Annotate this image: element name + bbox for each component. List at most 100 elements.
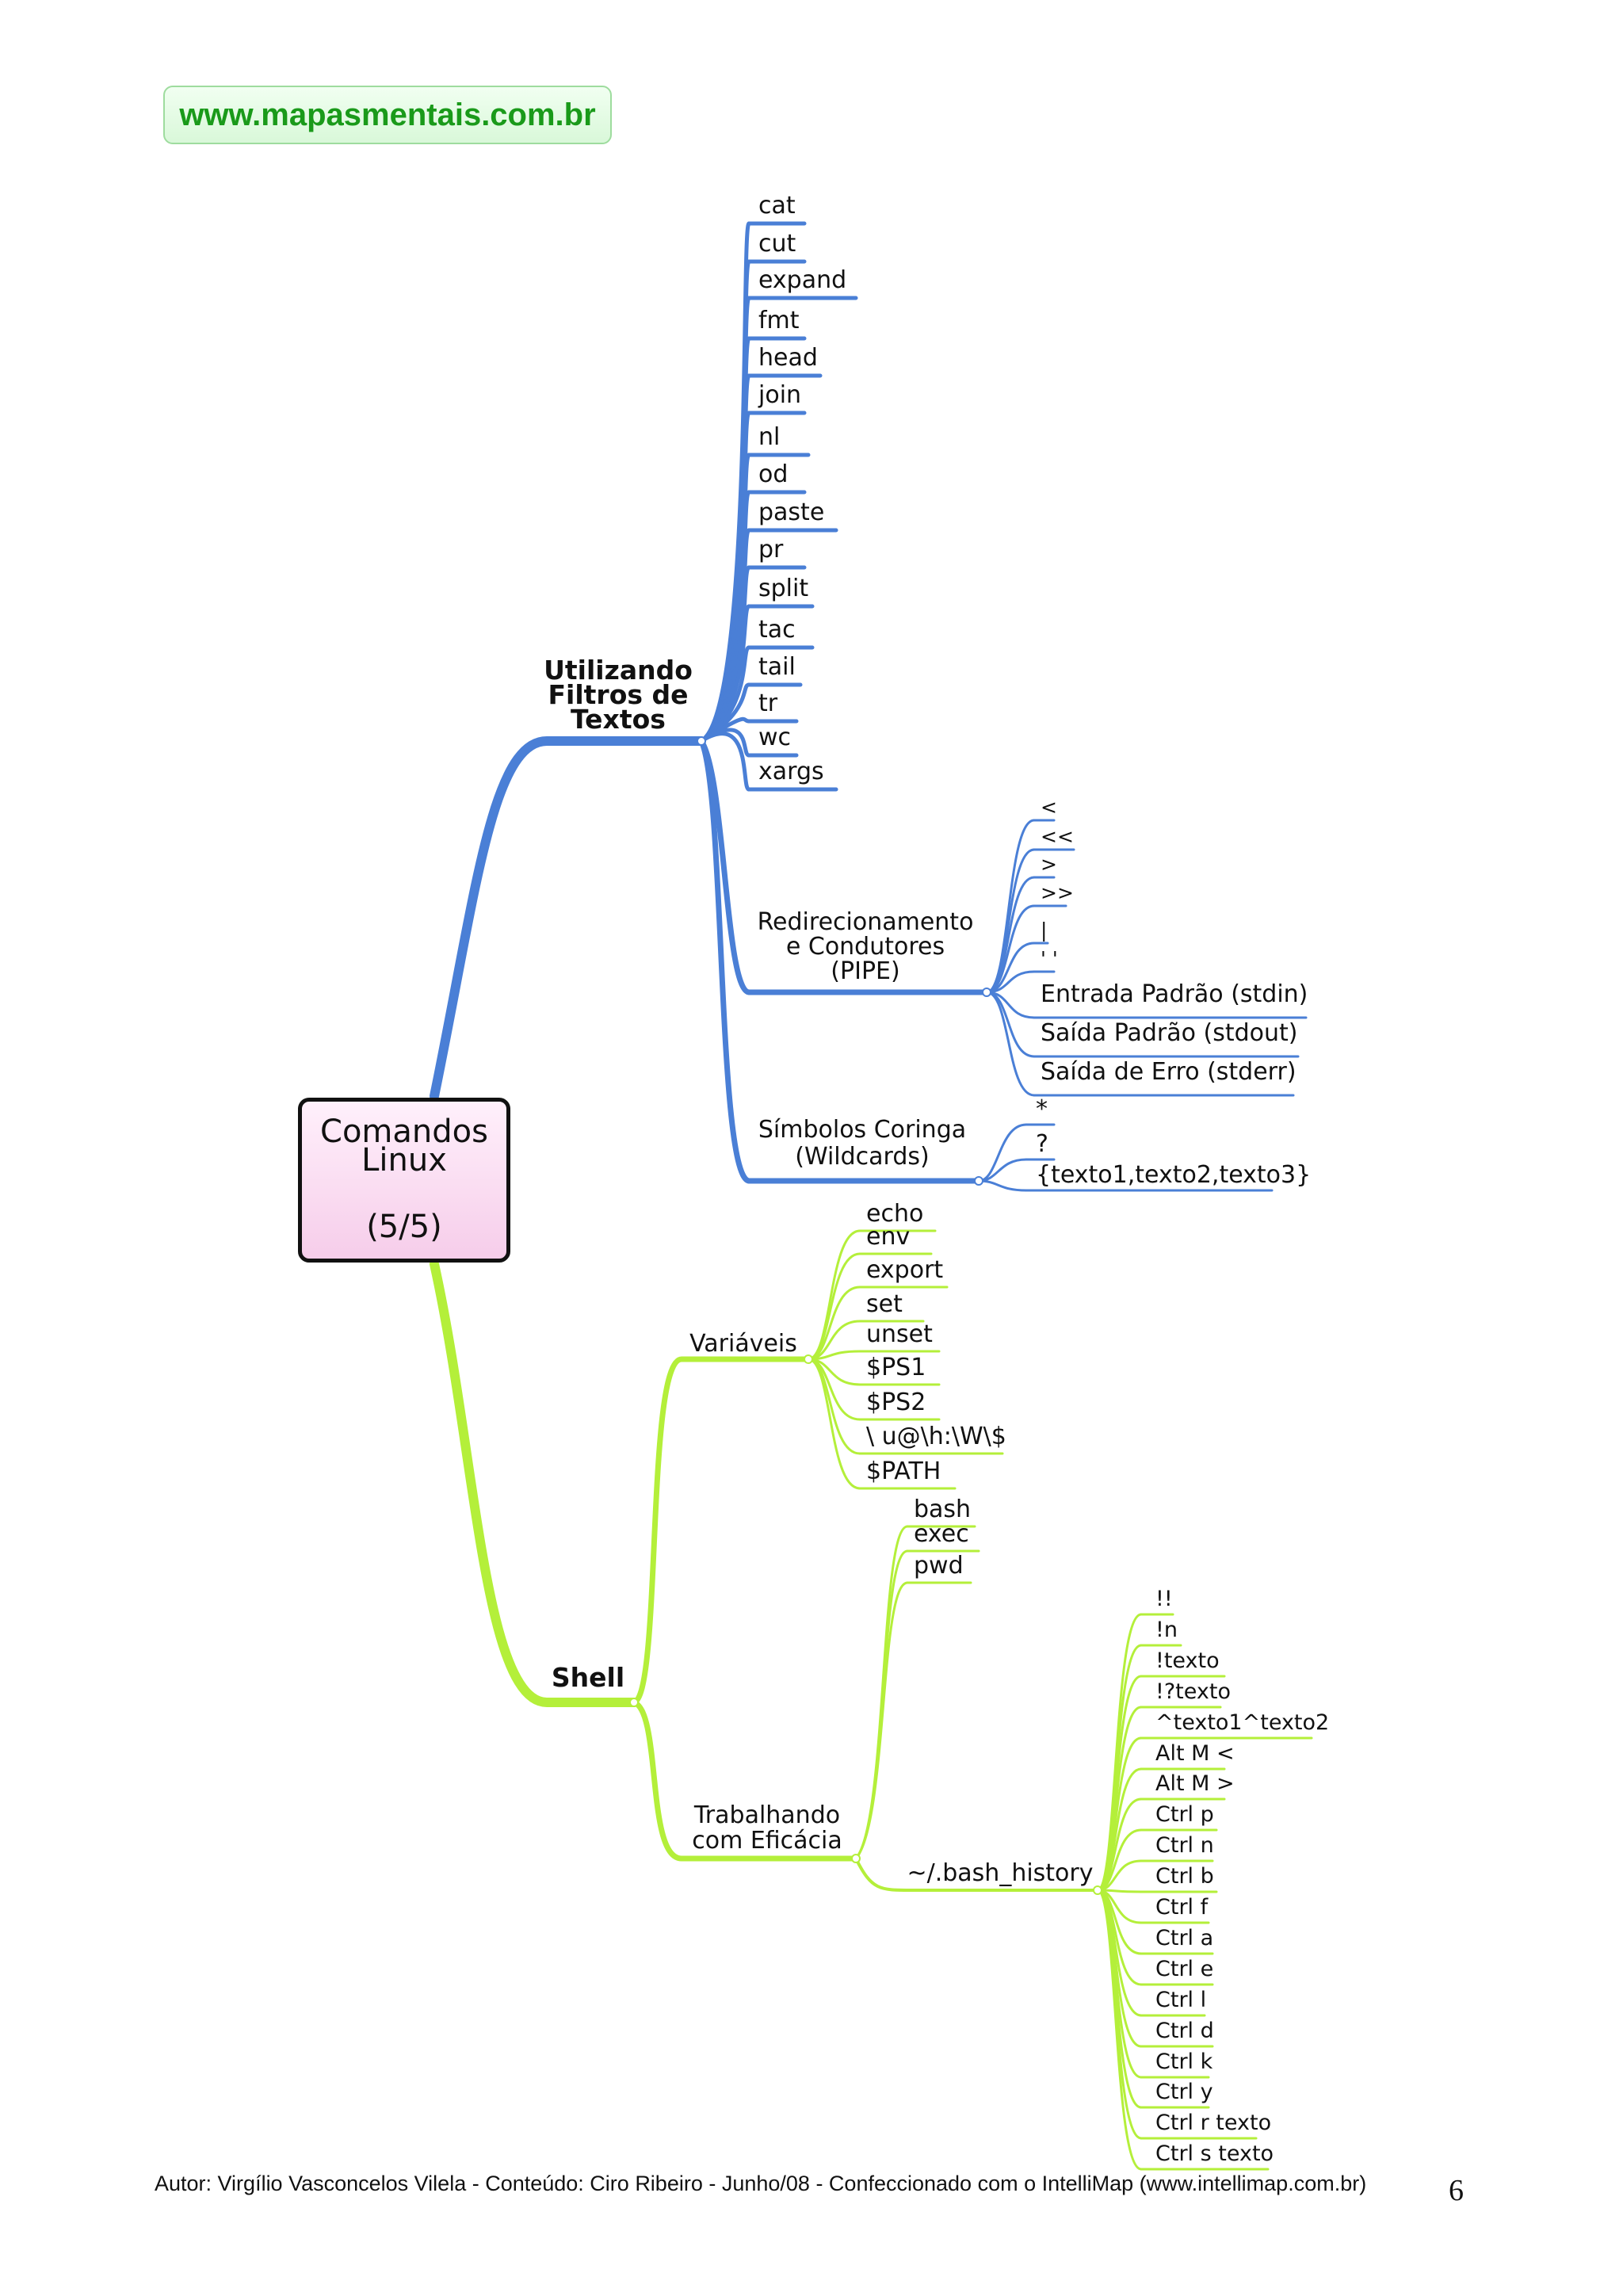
filter-command-item-14[interactable]: wc: [758, 724, 791, 751]
history-shortcut-item-18[interactable]: Ctrl s texto: [1155, 2141, 1274, 2166]
filter-command-item-13[interactable]: tr: [758, 690, 778, 717]
history-shortcut-item-15[interactable]: Ctrl k: [1155, 2050, 1213, 2074]
history-shortcut-item-16[interactable]: Ctrl y: [1155, 2080, 1213, 2104]
root-subtitle: (5/5): [366, 1209, 442, 1245]
filter-command-item-12[interactable]: tail: [758, 653, 796, 681]
branch-title-redirecionamento[interactable]: (PIPE): [831, 957, 899, 985]
hub-dot-1: [982, 988, 991, 997]
branch-line-hist-18: [1096, 1889, 1143, 2171]
history-shortcut-item-13[interactable]: Ctrl l: [1155, 1988, 1206, 2012]
site-url-badge[interactable]: www.mapasmentais.com.br: [163, 86, 612, 144]
hub-dot-4: [804, 1354, 813, 1364]
filter-command-item-10[interactable]: split: [758, 575, 808, 602]
history-shortcut-item-6[interactable]: Alt M >: [1155, 1771, 1235, 1796]
history-shortcut-item-2[interactable]: !texto: [1155, 1648, 1220, 1673]
filter-command-item-6[interactable]: nl: [758, 423, 780, 451]
branch-line-history: [854, 1857, 1099, 1892]
branch-line-var-1: [807, 1252, 861, 1361]
filter-command-item-5[interactable]: join: [758, 381, 801, 409]
variable-command-item-0[interactable]: echo: [866, 1200, 923, 1228]
shell-command-item-1[interactable]: exec: [914, 1520, 969, 1548]
branch-line-filtros-15: [699, 732, 751, 792]
filter-command-item-2[interactable]: expand: [758, 266, 846, 294]
redirect-symbol-item-2[interactable]: >: [1041, 853, 1057, 876]
branch-title-coringa[interactable]: (Wildcards): [795, 1143, 929, 1171]
filter-command-item-11[interactable]: tac: [758, 616, 796, 644]
branch-title-filtros[interactable]: Utilizando: [544, 655, 693, 686]
filter-command-item-15[interactable]: xargs: [758, 758, 824, 785]
shell-command-item-0[interactable]: bash: [914, 1496, 971, 1523]
branch-title-redirecionamento[interactable]: Redirecionamento: [758, 908, 974, 936]
history-shortcut-item-9[interactable]: Ctrl b: [1155, 1864, 1214, 1889]
shell-command-item-2[interactable]: pwd: [914, 1552, 964, 1580]
history-shortcut-item-3[interactable]: !?texto: [1155, 1679, 1231, 1704]
history-shortcut-item-7[interactable]: Ctrl p: [1155, 1802, 1214, 1827]
branch-title-coringa[interactable]: Símbolos Coringa: [758, 1116, 966, 1144]
history-shortcut-item-0[interactable]: !!: [1155, 1587, 1173, 1611]
redirect-symbol-item-4[interactable]: |: [1041, 919, 1047, 942]
branch-line-eficacia: [631, 1699, 859, 1862]
branch-line-redir-8: [985, 991, 1036, 1097]
branch-line-redir-5: [985, 970, 1036, 994]
branch-title-eficacia[interactable]: Trabalhando: [693, 1801, 840, 1829]
branch-line-variaveis: [631, 1356, 812, 1706]
branch-line-coringa: [698, 738, 982, 1184]
branch-title-shell[interactable]: Shell: [552, 1662, 624, 1693]
history-shortcut-item-8[interactable]: Ctrl n: [1155, 1833, 1214, 1858]
filter-command-item-0[interactable]: cat: [758, 192, 796, 220]
main-branch-blue: [430, 736, 706, 1101]
filter-command-item-1[interactable]: cut: [758, 230, 796, 258]
variable-command-item-5[interactable]: $PS1: [866, 1354, 926, 1381]
branch-line-var-6: [807, 1358, 861, 1421]
history-shortcut-item-5[interactable]: Alt M <: [1155, 1741, 1235, 1766]
history-shortcut-item-11[interactable]: Ctrl a: [1155, 1926, 1213, 1950]
redirect-symbol-item-0[interactable]: <: [1041, 796, 1057, 819]
variable-command-item-4[interactable]: unset: [866, 1320, 933, 1348]
filter-command-item-8[interactable]: paste: [758, 499, 824, 526]
history-shortcut-item-12[interactable]: Ctrl e: [1155, 1957, 1213, 1981]
hub-dot-5: [851, 1854, 861, 1863]
variable-command-item-6[interactable]: $PS2: [866, 1389, 926, 1416]
branch-title-filtros[interactable]: Textos: [571, 704, 666, 735]
branch-line-var-8: [807, 1358, 861, 1490]
branch-title-redirecionamento[interactable]: e Condutores: [786, 933, 945, 961]
hub-dot-3: [629, 1698, 639, 1707]
redirect-symbol-item-8[interactable]: Saída de Erro (stderr): [1041, 1058, 1296, 1086]
redirect-symbol-item-5[interactable]: ' ': [1041, 947, 1058, 970]
history-shortcut-item-17[interactable]: Ctrl r texto: [1155, 2111, 1271, 2135]
filter-command-item-3[interactable]: fmt: [758, 307, 800, 334]
redirect-symbol-item-3[interactable]: >>: [1041, 881, 1074, 904]
filter-command-item-7[interactable]: od: [758, 460, 788, 488]
hub-dot-2: [974, 1176, 983, 1186]
wildcard-item-1[interactable]: ?: [1036, 1130, 1048, 1158]
branch-line-redir-1: [985, 848, 1036, 994]
redirect-symbol-item-7[interactable]: Saída Padrão (stdout): [1041, 1019, 1297, 1047]
branch-title-variaveis[interactable]: Variáveis: [689, 1330, 797, 1358]
variable-command-item-8[interactable]: $PATH: [866, 1457, 941, 1485]
variable-command-item-3[interactable]: set: [866, 1290, 903, 1318]
history-shortcut-item-4[interactable]: ^texto1^texto2: [1155, 1710, 1329, 1735]
variable-command-item-2[interactable]: export: [866, 1256, 943, 1284]
branch-title-history[interactable]: ~/.bash_history: [907, 1859, 1093, 1887]
filter-command-item-9[interactable]: pr: [758, 536, 784, 563]
branch-line-var-2: [807, 1286, 861, 1361]
branch-line-coringa-0: [977, 1123, 1028, 1182]
variable-command-item-1[interactable]: env: [866, 1223, 910, 1251]
branch-line-coringa-2: [977, 1179, 1028, 1192]
branch-line-eff-0: [854, 1525, 909, 1860]
branch-title-eficacia[interactable]: com Eficácia: [692, 1827, 842, 1855]
redirect-symbol-item-6[interactable]: Entrada Padrão (stdin): [1041, 980, 1308, 1008]
wildcard-item-0[interactable]: *: [1036, 1095, 1048, 1123]
variable-command-item-7[interactable]: \ u@\h:\W\$: [866, 1423, 1006, 1450]
wildcard-item-2[interactable]: {texto1,texto2,texto3}: [1036, 1161, 1311, 1189]
history-shortcut-item-1[interactable]: !n: [1155, 1618, 1178, 1642]
filter-command-item-4[interactable]: head: [758, 344, 818, 372]
history-shortcut-item-14[interactable]: Ctrl d: [1155, 2019, 1214, 2043]
branch-title-filtros[interactable]: Filtros de: [548, 679, 688, 710]
redirect-symbol-item-1[interactable]: <<: [1041, 825, 1074, 848]
root-node[interactable]: Comandos Linux (5/5): [298, 1098, 510, 1263]
branch-line-redir-3: [985, 904, 1036, 994]
hub-dot-0: [697, 736, 706, 746]
history-shortcut-item-10[interactable]: Ctrl f: [1155, 1895, 1209, 1920]
